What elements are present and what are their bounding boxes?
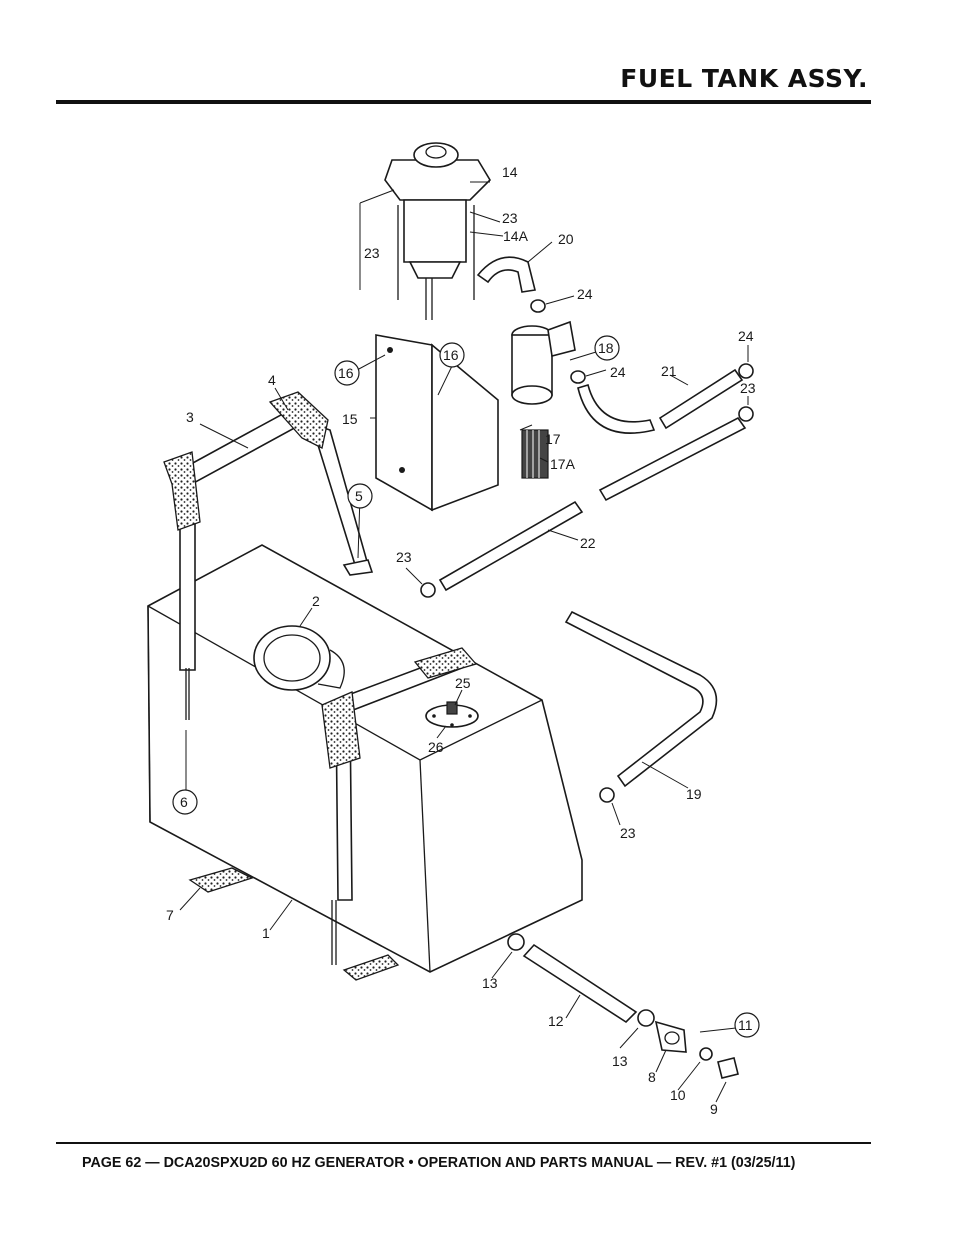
callout-17a: 17A	[550, 456, 576, 472]
rubber-pad-right	[342, 954, 400, 981]
hose-22-upper	[598, 416, 747, 502]
mounting-bracket	[375, 334, 499, 512]
hose-22	[438, 500, 584, 592]
callout-24b: 24	[610, 364, 626, 380]
callout-4: 4	[268, 372, 276, 388]
page-title: FUEL TANK ASSY.	[620, 64, 868, 93]
fuel-sender	[425, 701, 479, 728]
callout-16a: 16	[338, 365, 354, 381]
callout-circle-6	[172, 789, 198, 815]
hose-19	[564, 610, 718, 788]
callout-9: 9	[710, 1101, 718, 1117]
callout-14: 14	[502, 164, 518, 180]
callout-26: 26	[428, 739, 444, 755]
callout-2: 2	[312, 593, 320, 609]
drain-plug	[717, 1057, 739, 1079]
callout-25: 25	[455, 675, 471, 691]
callout-14a: 14A	[503, 228, 529, 244]
callout-16b: 16	[443, 347, 459, 363]
callout-19: 19	[686, 786, 702, 802]
clamp-13-a	[507, 933, 525, 951]
rubber-pad-left	[188, 867, 254, 893]
callout-1: 1	[262, 925, 270, 941]
callout-7: 7	[166, 907, 174, 923]
clamp-24-a	[530, 299, 546, 313]
tank-strap-front	[321, 647, 478, 965]
hose-21	[658, 368, 744, 430]
callout-circle-16a	[334, 360, 360, 386]
callout-circle-16b	[439, 342, 465, 368]
clamp-23-b	[420, 582, 436, 598]
callout-21: 21	[661, 363, 677, 379]
callout-3: 3	[186, 409, 194, 425]
callout-23e: 23	[620, 825, 636, 841]
callout-18: 18	[598, 340, 614, 356]
callout-12: 12	[548, 1013, 564, 1029]
callout-circle-5	[347, 483, 373, 509]
callout-24a: 24	[577, 286, 593, 302]
header-rule	[56, 100, 871, 104]
callout-8: 8	[648, 1069, 656, 1085]
callout-23c: 23	[740, 380, 756, 396]
callout-10: 10	[670, 1087, 686, 1103]
callout-23d: 23	[396, 549, 412, 565]
clamp-24-b	[570, 370, 586, 384]
filler-cap	[253, 625, 345, 691]
callout-23b: 23	[364, 245, 380, 261]
callout-circle-11	[734, 1012, 760, 1038]
callout-15: 15	[342, 411, 358, 427]
callout-22: 22	[580, 535, 596, 551]
fuel-element	[521, 429, 549, 479]
drain-fitting	[654, 1020, 687, 1053]
clamp-23-a	[738, 406, 754, 422]
clamp-23-c	[599, 787, 615, 803]
drain-washer	[699, 1047, 713, 1061]
callout-5: 5	[355, 488, 363, 504]
page-footer: PAGE 62 — DCA20SPXU2D 60 HZ GENERATOR • …	[82, 1155, 796, 1171]
hose-18-to-21	[577, 383, 656, 434]
callout-24c: 24	[738, 328, 754, 344]
hose-12	[522, 943, 638, 1024]
callout-20: 20	[558, 231, 574, 247]
tank-strap-rear	[163, 391, 374, 720]
fuel-filter-assembly	[384, 142, 492, 320]
clamp-13-b	[637, 1009, 655, 1027]
hose-20	[476, 256, 536, 293]
callout-17: 17	[545, 431, 561, 447]
callout-13b: 13	[612, 1053, 628, 1069]
clamp-24-c	[738, 363, 754, 379]
leader-lines	[179, 181, 749, 1103]
fuel-tank	[147, 544, 583, 973]
callout-13a: 13	[482, 975, 498, 991]
callout-6: 6	[180, 794, 188, 810]
footer-rule	[56, 1142, 871, 1144]
callout-23a: 23	[502, 210, 518, 226]
fuel-pump	[511, 320, 576, 405]
callout-circle-18	[594, 335, 620, 361]
callout-11: 11	[738, 1017, 753, 1033]
